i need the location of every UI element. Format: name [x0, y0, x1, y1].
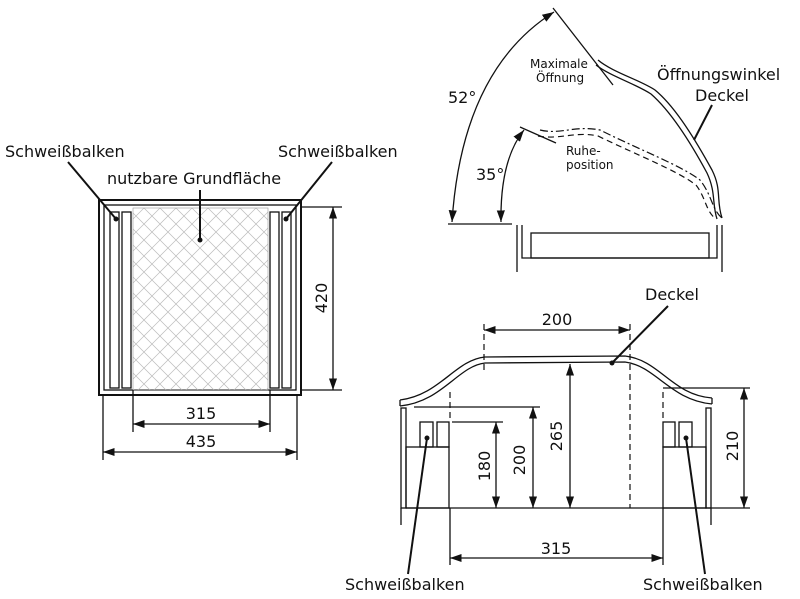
rest-label-2: position: [566, 158, 614, 172]
arc-35: [496, 129, 525, 223]
dim-200-vert: 200: [510, 445, 529, 476]
dim-435: 435: [186, 432, 217, 451]
leader-weld-right: [285, 161, 333, 220]
dim-315-top: 315: [186, 404, 217, 423]
max-opening-line: [552, 7, 614, 86]
angle-title-2: Deckel: [695, 86, 749, 105]
lid-rest-inner: [537, 133, 717, 220]
top-view: Schweißbalken Schweißbalken nutzbare Gru…: [5, 142, 398, 460]
angle-title-1: Öffnungswinkel: [657, 65, 780, 84]
dim-315-bottom: 315: [541, 539, 572, 558]
dim-180: 180: [475, 451, 494, 482]
box-inner: [530, 232, 710, 259]
lid-max-inner: [595, 64, 718, 220]
area-label: nutzbare Grundfläche: [107, 169, 281, 188]
max-label-1: Maximale: [530, 57, 588, 71]
angle-52: 52°: [448, 88, 476, 107]
angle-view: 52° 35° Maximale Öffnung Ruhe- position …: [448, 7, 780, 272]
lid-inner: [399, 361, 713, 407]
lid-max-outer: [597, 59, 723, 219]
dim-420: 420: [312, 283, 331, 314]
weld-label-left: Schweißbalken: [5, 142, 125, 161]
weld-label-bottom-left: Schweißbalken: [345, 575, 465, 594]
weld-bar-right-2: [281, 211, 292, 389]
lid-label: Deckel: [645, 285, 699, 304]
arc-52: [448, 11, 555, 223]
dim-210: 210: [723, 431, 742, 462]
rest-line: [519, 126, 557, 144]
weld-bar-right-1: [269, 211, 280, 389]
weld-bar-left-1: [109, 211, 120, 389]
dim-200-top: 200: [542, 310, 573, 329]
section-view: 200 265 200 180 210 315 Deckel Schweißba…: [345, 285, 763, 594]
leader-lid-angle: [693, 104, 713, 141]
lid-rest-outer: [539, 127, 723, 219]
weld-bar-left-2: [121, 211, 132, 389]
weld-label-right: Schweißbalken: [278, 142, 398, 161]
dim-265: 265: [547, 421, 566, 452]
angle-35: 35°: [476, 165, 504, 184]
rest-label-1: Ruhe-: [566, 144, 601, 158]
leader-weld-left: [67, 161, 117, 220]
weld-label-bottom-right: Schweißbalken: [643, 575, 763, 594]
max-label-2: Öffnung: [536, 69, 584, 85]
